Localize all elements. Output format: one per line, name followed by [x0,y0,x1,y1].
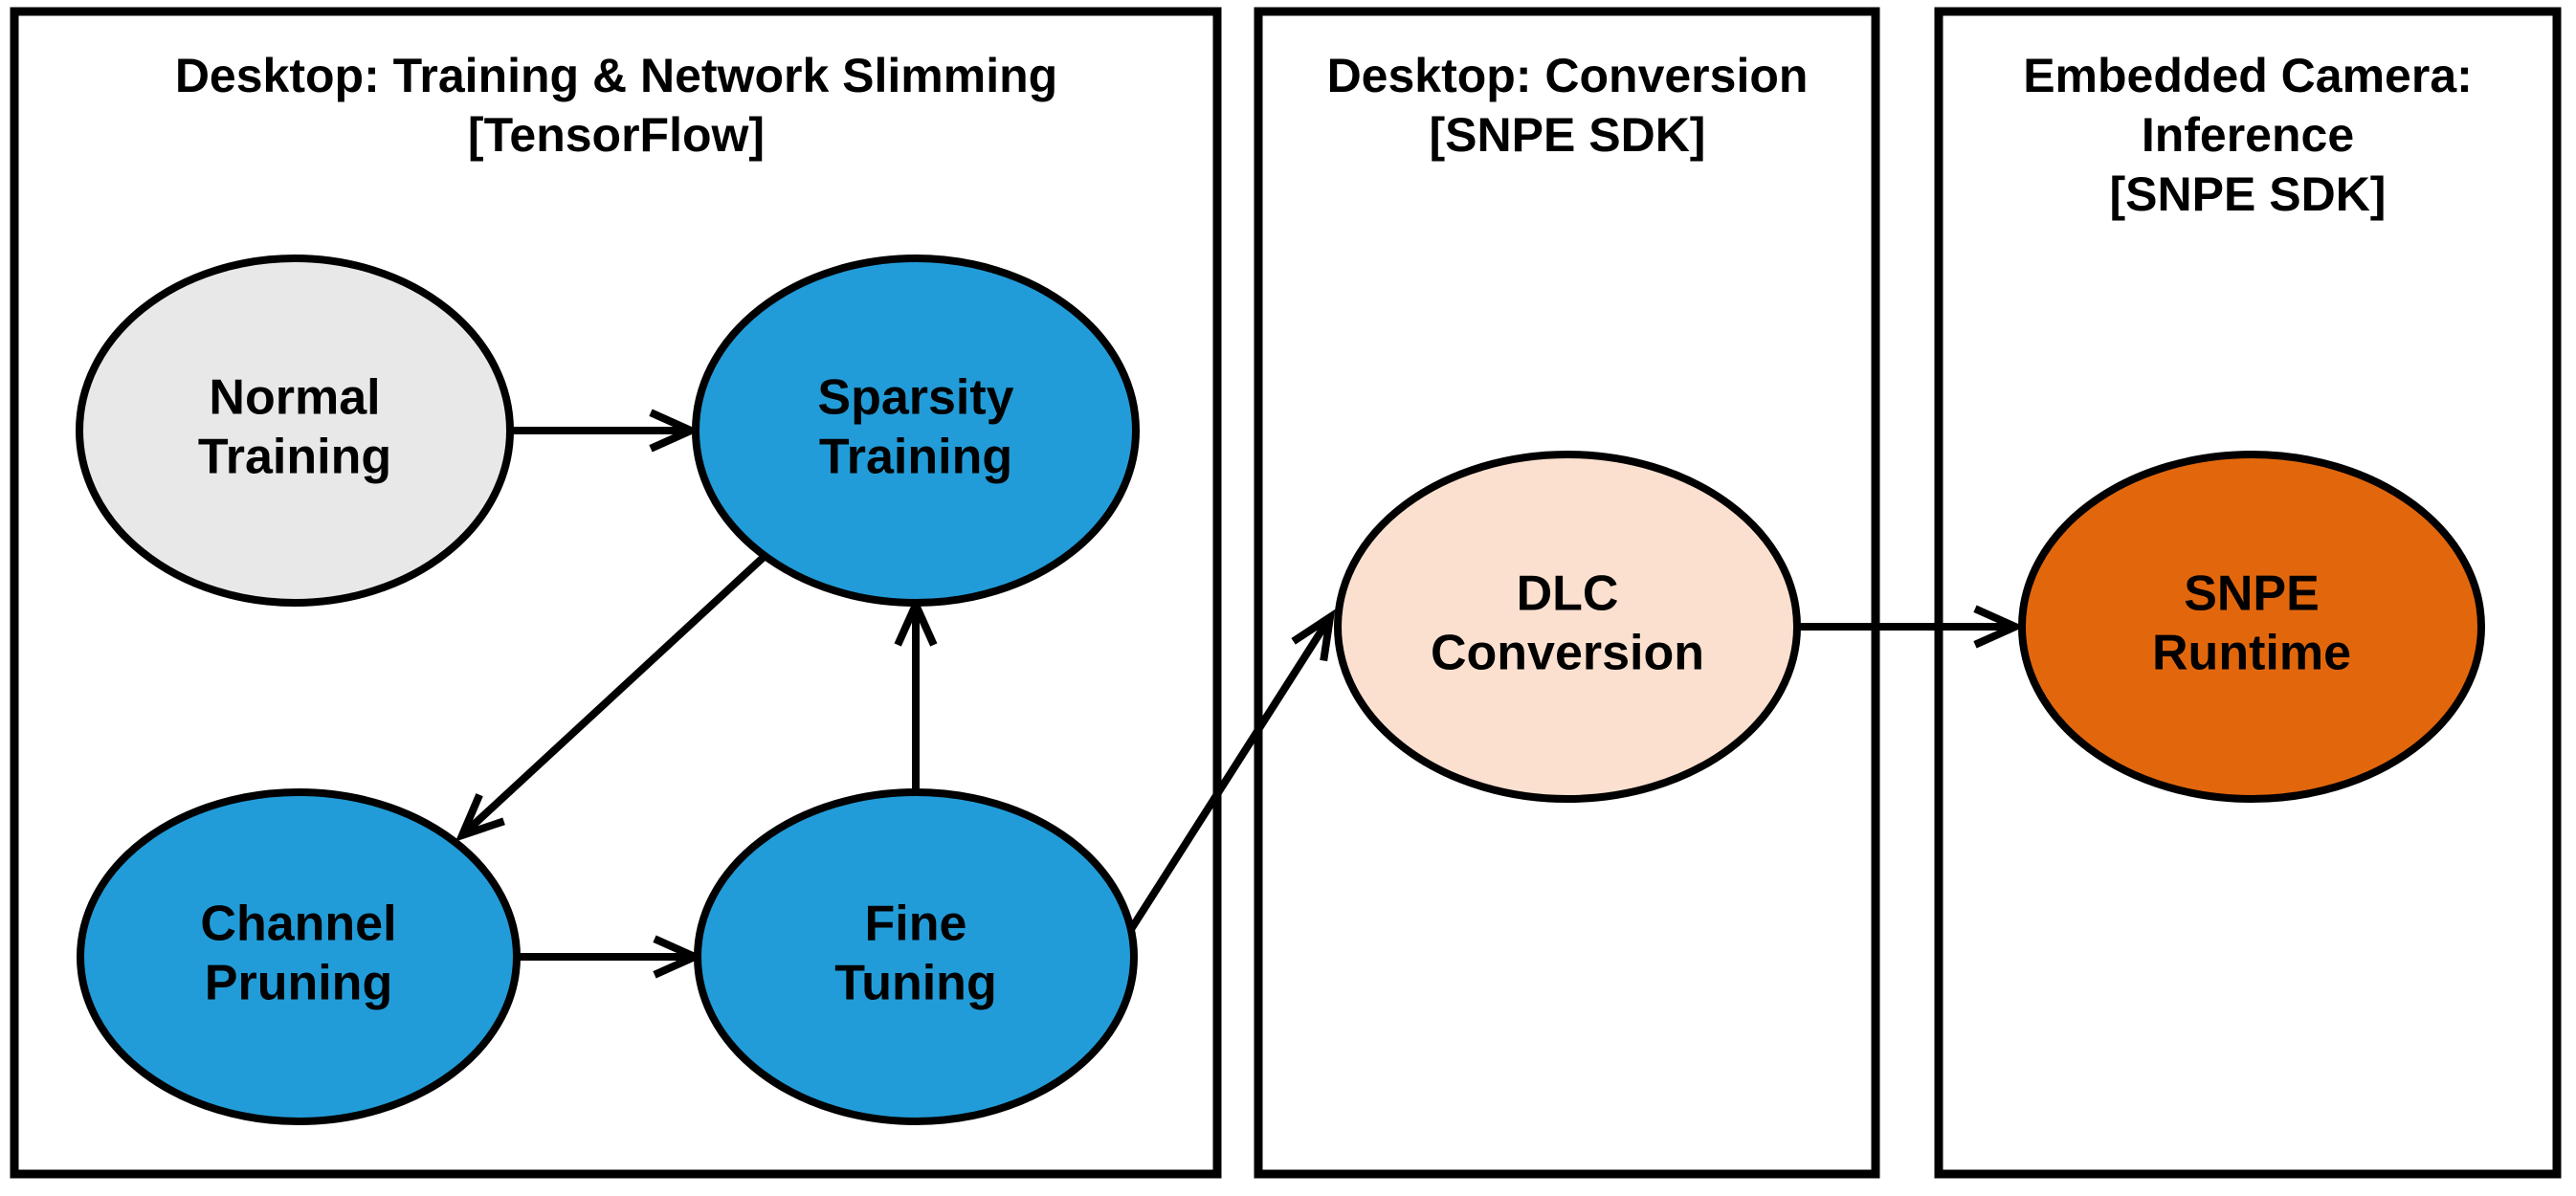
edge-sparsity-to-pruning-line [459,545,776,838]
edge-dlc-to-snpe-arrowhead-icon [1973,605,2025,649]
edge-normal-to-sparsity [513,409,700,453]
node-sparsity-training-label: Training [819,430,1012,485]
panel-training-title-line: [TensorFlow] [468,108,765,162]
panel-inference-title-line: Embedded Camera: [2023,49,2473,102]
edge-normal-to-sparsity-arrowhead-icon [649,409,700,453]
node-fine-tuning-label: Fine [865,897,967,952]
edge-finetune-to-dlc [1116,609,1336,950]
edge-dlc-to-snpe [1799,605,2025,649]
node-channel-pruning-label: Channel [200,897,396,952]
edge-sparsity-to-pruning-arrowhead-icon [455,793,505,842]
edge-finetune-to-dlc-arrowhead-icon [1291,609,1336,662]
edges-layer [455,409,2025,979]
node-snpe-runtime-label: SNPE [2184,566,2320,622]
panel-inference-title-line: Inference [2142,108,2354,162]
node-normal-training-label: Training [198,430,391,485]
panel-training-title-line: Desktop: Training & Network Slimming [175,49,1057,102]
node-snpe-runtime-label: Runtime [2152,626,2351,681]
panel-conversion-title-line: Desktop: Conversion [1327,49,1809,102]
node-dlc-conversion-ellipse[interactable] [1334,451,1801,803]
node-sparsity-training-ellipse[interactable] [692,255,1140,607]
node-snpe-runtime-ellipse[interactable] [2018,451,2485,803]
node-dlc-conversion-label: DLC [1517,566,1619,622]
node-fine-tuning-label: Tuning [834,956,996,1011]
nodes-layer: NormalTrainingSparsityTrainingChannelPru… [76,255,2485,1125]
node-channel-pruning-ellipse[interactable] [77,788,521,1125]
panel-inference-title-line: [SNPE SDK] [2110,167,2387,221]
panel-conversion-title-line: [SNPE SDK] [1430,108,1706,162]
node-dlc-conversion-label: Conversion [1431,626,1704,681]
node-fine-tuning-ellipse[interactable] [694,788,1138,1125]
node-normal-training-label: Normal [209,370,380,426]
node-sparsity-training-label: Sparsity [817,370,1013,426]
node-normal-training-ellipse[interactable] [76,255,514,607]
node-channel-pruning-label: Pruning [205,956,392,1011]
edge-finetune-to-dlc-line [1116,614,1334,950]
edge-sparsity-to-pruning [455,545,776,842]
